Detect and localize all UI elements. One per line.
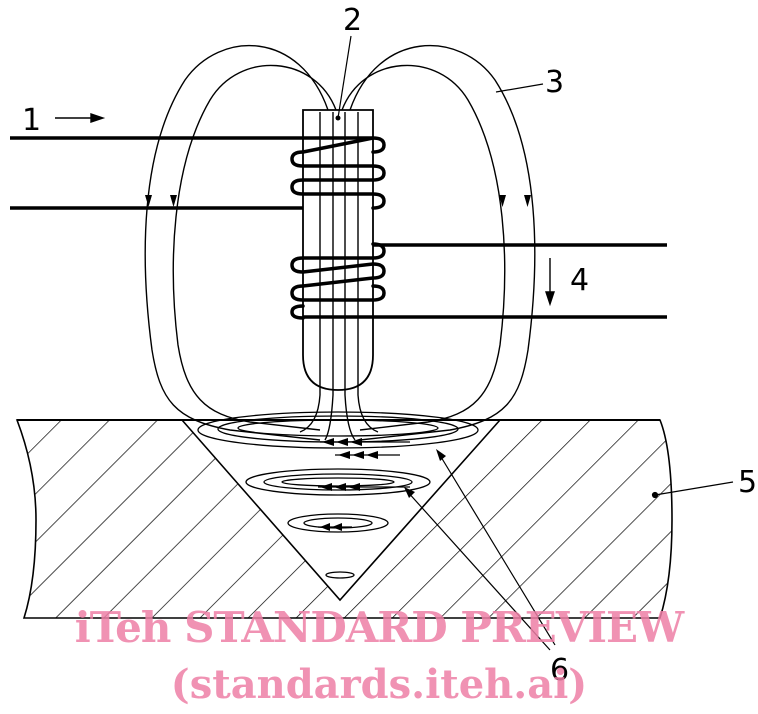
field-line-right-inner [341, 64, 506, 431]
eddy-loop-mid-inner [263, 473, 413, 491]
heated-cone-region [182, 420, 500, 600]
eddy-loop-bottom [325, 571, 355, 579]
current-leads [10, 136, 667, 319]
callout-1: 1 [22, 103, 41, 138]
core-field-line-1 [299, 112, 321, 433]
callout-2: 2 [343, 3, 362, 38]
core-field-line-4 [357, 112, 379, 433]
leader-6b [405, 489, 551, 651]
core-field-line-3 [344, 112, 356, 441]
magnetic-field-lines [144, 44, 536, 441]
coil-windings [290, 136, 386, 320]
leader-6a [437, 451, 556, 646]
eddy-loop-top-inner [237, 419, 439, 437]
field-line-right-outer [349, 44, 536, 441]
callout-6: 6 [550, 653, 569, 688]
core-field-line-2 [324, 112, 334, 441]
callout-3: 3 [545, 65, 564, 100]
eddy-loop-low-outer [287, 513, 389, 533]
inductor-core [302, 109, 374, 391]
leader-lines [337, 35, 734, 651]
watermark-line-2: (standards.iteh.ai) [170, 661, 588, 708]
field-line-left-outer [144, 44, 329, 441]
callout-5: 5 [738, 465, 757, 500]
eddy-loop-top-outer [197, 411, 479, 449]
current-direction-arrows [55, 113, 555, 307]
leader-3 [495, 83, 544, 93]
field-arrowheads [145, 195, 531, 207]
eddy-loop-mid-outer [245, 468, 431, 496]
workpiece [15, 419, 673, 619]
leader-2 [337, 35, 352, 119]
leader-arrowheads [404, 449, 446, 498]
callout-4: 4 [570, 263, 589, 298]
watermark-line-1: iTeh STANDARD PREVIEW [74, 603, 684, 652]
leader-5 [654, 481, 734, 496]
eddy-arrowheads [320, 438, 378, 531]
